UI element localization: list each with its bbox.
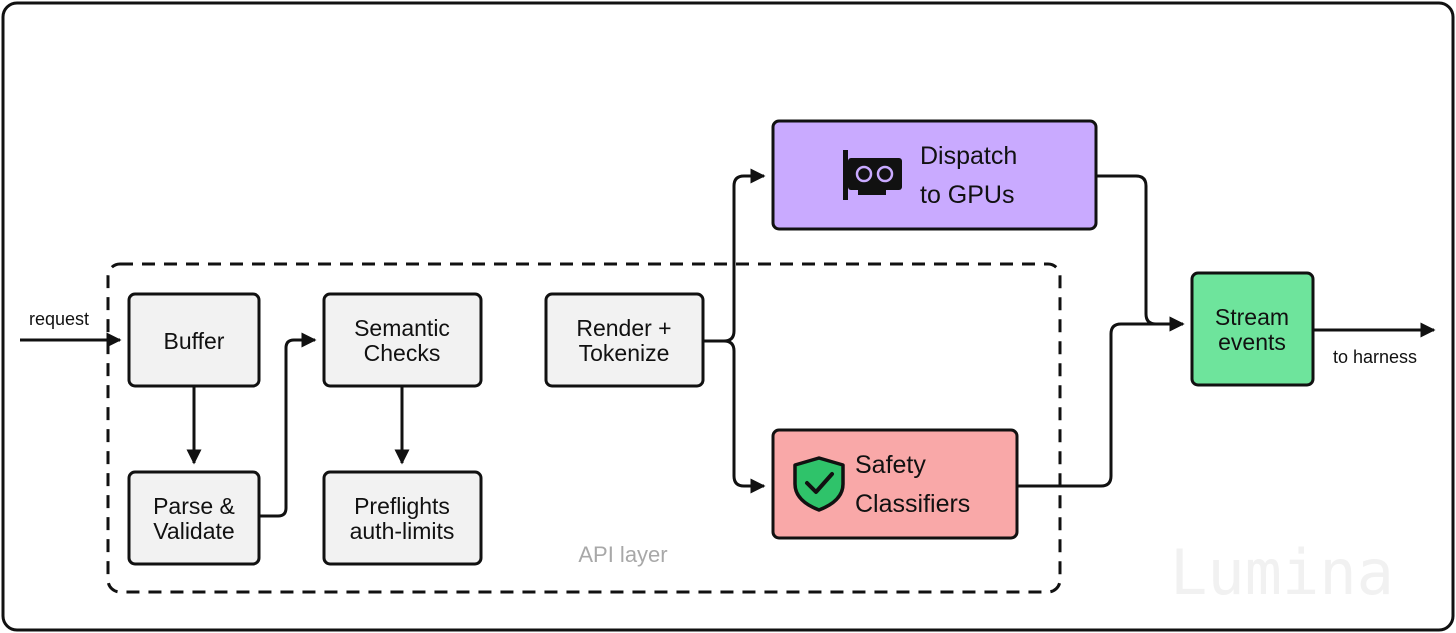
node-safety-label-2: Classifiers: [855, 490, 970, 518]
node-dispatch-label-2: to GPUs: [920, 181, 1014, 209]
api-layer-group: [106, 262, 1062, 594]
node-preflights-label-1: Preflights: [354, 493, 450, 519]
node-preflights: Preflights auth-limits: [322, 470, 483, 566]
node-preflights-label-2: auth-limits: [350, 518, 455, 544]
node-safety-classifiers: Safety Classifiers: [771, 428, 1019, 540]
watermark: Lumina: [1170, 536, 1394, 609]
node-semantic-label-1: Semantic: [354, 315, 450, 341]
node-parse-label-2: Validate: [153, 518, 234, 544]
node-buffer-label: Buffer: [164, 328, 225, 354]
node-render-label-2: Tokenize: [579, 340, 670, 366]
node-semantic-label-2: Checks: [364, 340, 441, 366]
node-render-tokenize: Render + Tokenize: [544, 292, 705, 388]
edge-parse-semantic: [260, 332, 317, 518]
node-stream-label-2: events: [1218, 329, 1286, 355]
node-dispatch-gpus: Dispatch to GPUs: [771, 119, 1098, 231]
node-semantic-checks: Semantic Checks: [322, 292, 483, 388]
node-stream-events: Stream events: [1190, 271, 1315, 387]
shield-check-icon: [793, 456, 845, 512]
node-stream-label-1: Stream: [1215, 304, 1289, 330]
edge-safety-stream: [1018, 316, 1185, 488]
node-parse-label-1: Parse &: [153, 493, 235, 519]
node-safety-label-1: Safety: [855, 451, 926, 479]
node-buffer: Buffer: [127, 292, 261, 388]
node-dispatch-label-1: Dispatch: [920, 142, 1017, 170]
api-layer-label: API layer: [578, 542, 667, 567]
node-render-label-1: Render +: [576, 315, 671, 341]
gpu-card-icon: [843, 150, 902, 200]
output-label: to harness: [1333, 347, 1417, 367]
edge-render-safety: [703, 339, 766, 494]
input-label: request: [29, 309, 89, 329]
node-parse-validate: Parse & Validate: [127, 470, 261, 566]
